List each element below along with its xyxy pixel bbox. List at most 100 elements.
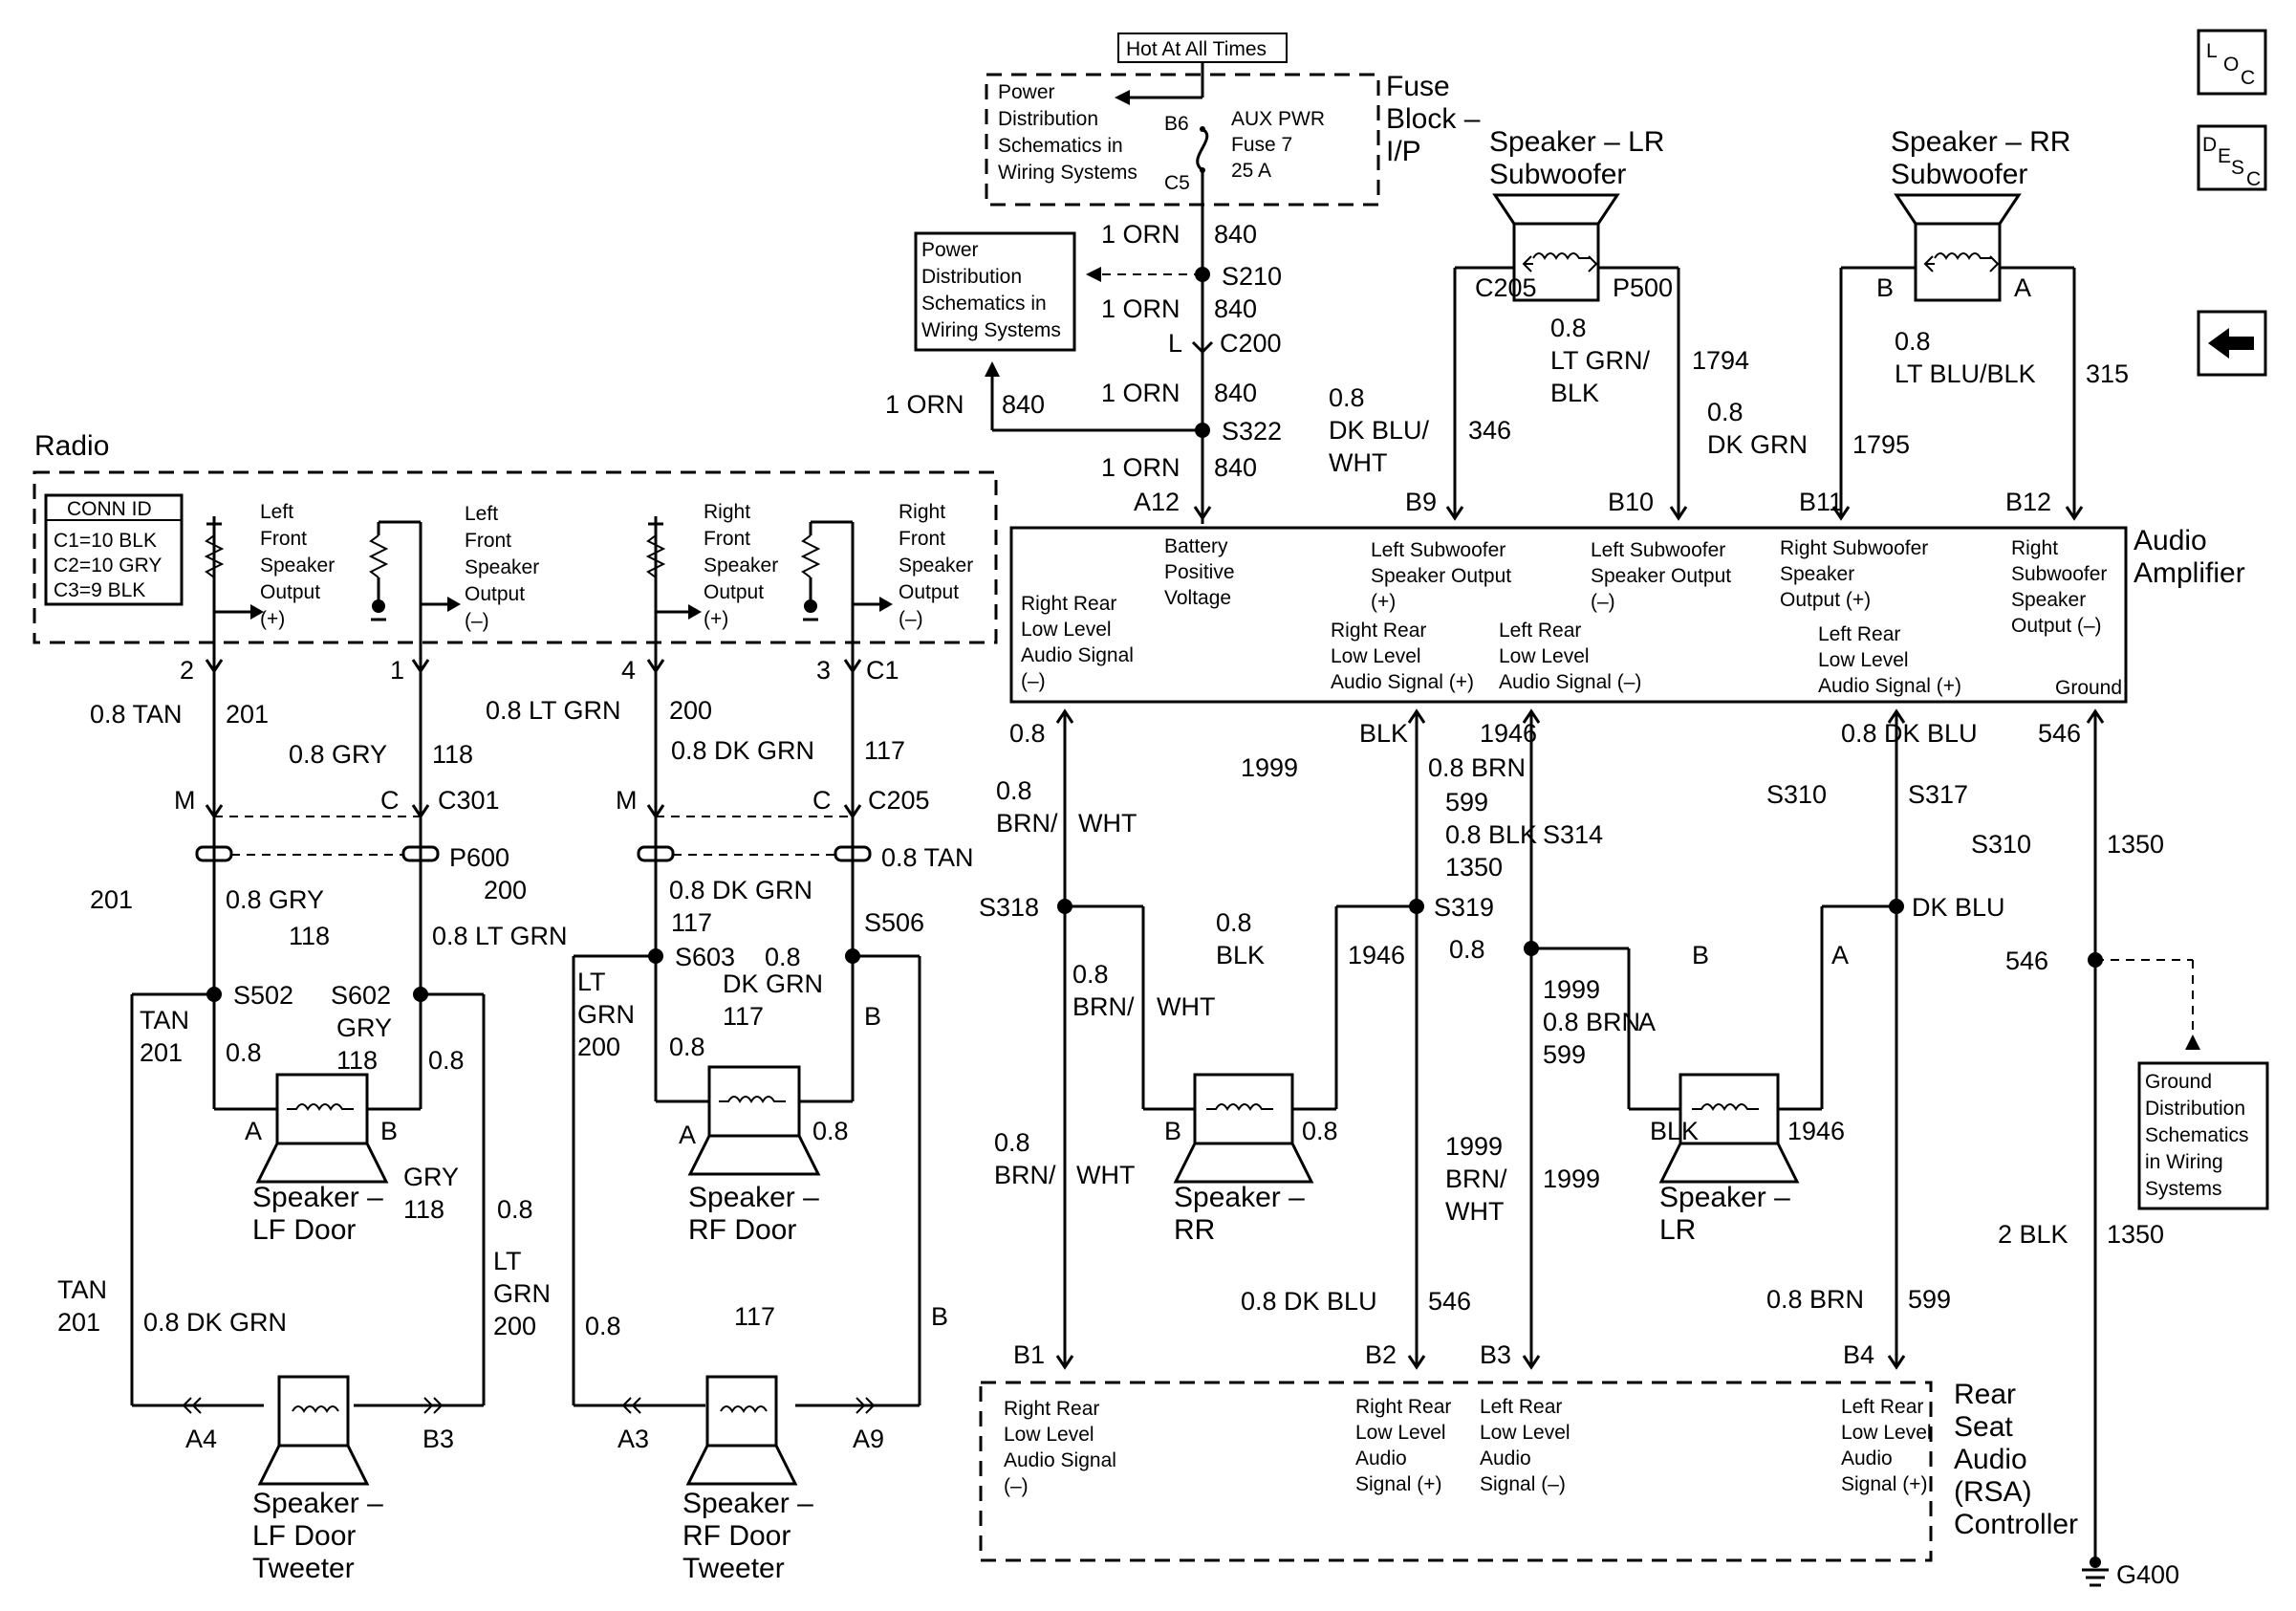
svg-text:(+): (+) — [704, 608, 728, 630]
rsa-controller-outline — [979, 1381, 1933, 1562]
svg-text:(+): (+) — [1371, 591, 1396, 613]
svg-text:840: 840 — [1002, 390, 1045, 419]
svg-text:Subwoofer: Subwoofer — [2011, 563, 2107, 585]
svg-text:BRN/: BRN/ — [1072, 992, 1135, 1021]
svg-text:B4: B4 — [1843, 1340, 1874, 1369]
svg-text:A: A — [1831, 941, 1849, 969]
svg-text:LT: LT — [577, 968, 606, 996]
svg-text:Schematics: Schematics — [2145, 1124, 2249, 1146]
svg-text:B: B — [1876, 273, 1894, 302]
svg-text:LF Door: LF Door — [252, 1520, 356, 1552]
svg-text:GRY: GRY — [336, 1013, 392, 1042]
svg-text:Left Subwoofer: Left Subwoofer — [1591, 539, 1725, 561]
svg-text:(RSA): (RSA) — [1954, 1476, 2032, 1508]
svg-text:S322: S322 — [1222, 417, 1282, 446]
pds-ref-1: Power Distribution Schematics in Wiring … — [998, 81, 1137, 184]
amp-label-right-sub-minus: Right Subwoofer Speaker Output (–) — [2011, 537, 2107, 637]
audio-amplifier-box — [1009, 526, 2128, 704]
svg-text:O: O — [2223, 54, 2239, 76]
svg-text:Speaker –: Speaker – — [252, 1488, 383, 1519]
amp-label-battery: Battery Positive Voltage — [1164, 535, 1235, 609]
back-arrow-button[interactable] — [2197, 310, 2267, 377]
gds-ref-box — [2137, 1061, 2269, 1210]
svg-text:B12: B12 — [2005, 488, 2051, 516]
svg-text:Speaker: Speaker — [260, 555, 335, 577]
svg-text:DK GRN: DK GRN — [1707, 430, 1808, 459]
svg-text:Signal (–): Signal (–) — [1480, 1473, 1566, 1495]
gds-ref: Ground Distribution Schematics in Wiring… — [2145, 1071, 2249, 1200]
svg-text:Low Level: Low Level — [1331, 645, 1421, 667]
svg-text:Positive: Positive — [1164, 561, 1235, 583]
svg-text:C205: C205 — [868, 786, 930, 815]
svg-text:0.8 BLK: 0.8 BLK — [1445, 820, 1537, 849]
circuit-number: 840 — [1214, 220, 1257, 249]
svg-text:Right Rear: Right Rear — [1021, 593, 1116, 615]
svg-text:Left: Left — [260, 501, 293, 523]
svg-text:Schematics in: Schematics in — [921, 293, 1047, 315]
svg-text:3: 3 — [816, 656, 831, 685]
rsa-label-b1: Right Rear Low Level Audio Signal (–) — [1004, 1398, 1116, 1497]
svg-text:Low Level: Low Level — [1355, 1422, 1446, 1444]
svg-text:DK BLU/: DK BLU/ — [1329, 416, 1430, 445]
svg-text:in Wiring: in Wiring — [2145, 1151, 2223, 1173]
svg-text:0.8 DK GRN: 0.8 DK GRN — [143, 1308, 287, 1337]
svg-text:Audio Signal (–): Audio Signal (–) — [1499, 671, 1641, 693]
svg-text:A12: A12 — [1134, 488, 1180, 516]
svg-text:Speaker: Speaker — [899, 555, 973, 577]
desc-button[interactable]: D E S C — [2197, 124, 2267, 191]
hot-at-all-times-label: Hot At All Times — [1126, 38, 1267, 60]
svg-text:E: E — [2218, 145, 2231, 167]
svg-text:Left Rear: Left Rear — [1841, 1396, 1923, 1418]
svg-text:Tweeter: Tweeter — [682, 1553, 785, 1584]
svg-text:WHT: WHT — [1445, 1197, 1504, 1226]
svg-text:C2=10 GRY: C2=10 GRY — [54, 555, 162, 577]
svg-text:P500: P500 — [1613, 273, 1673, 302]
svg-text:0.8: 0.8 — [585, 1312, 621, 1340]
svg-text:0.8: 0.8 — [1216, 908, 1252, 937]
svg-text:0.8 BRN: 0.8 BRN — [1428, 753, 1526, 782]
loc-button[interactable]: L O C — [2197, 29, 2267, 96]
svg-text:A9: A9 — [853, 1425, 884, 1453]
svg-text:Audio: Audio — [1480, 1448, 1531, 1469]
svg-text:200: 200 — [577, 1033, 620, 1061]
svg-text:WHT: WHT — [1157, 992, 1215, 1021]
svg-text:201: 201 — [90, 885, 133, 914]
arrow-left-icon — [1115, 90, 1130, 105]
back-arrow-icon — [2208, 328, 2254, 359]
speaker-lr-subwoofer: Speaker – LR Subwoofer — [1489, 126, 1664, 302]
svg-text:Output (–): Output (–) — [2011, 615, 2102, 637]
svg-text:GRY: GRY — [403, 1163, 459, 1191]
svg-text:C: C — [2246, 168, 2261, 190]
connector-c205-icon — [646, 804, 862, 819]
svg-text:Speaker Output: Speaker Output — [1591, 565, 1731, 587]
svg-text:0.8 GRY: 0.8 GRY — [289, 740, 387, 769]
svg-text:Fuse 7: Fuse 7 — [1231, 134, 1292, 156]
amp-label-rr-minus: Right Rear Low Level Audio Signal (–) — [1021, 593, 1134, 692]
svg-text:118: 118 — [403, 1195, 444, 1224]
svg-text:840: 840 — [1214, 294, 1257, 323]
speaker-rr-subwoofer: Speaker – RR Subwoofer — [1891, 126, 2070, 302]
svg-text:1: 1 — [390, 656, 404, 685]
svg-text:C1=10 BLK: C1=10 BLK — [54, 530, 157, 552]
svg-text:C: C — [380, 786, 400, 815]
svg-text:Distribution: Distribution — [998, 108, 1098, 130]
svg-text:117: 117 — [864, 736, 905, 765]
radio-title: Radio — [34, 430, 109, 462]
svg-text:Power: Power — [998, 81, 1055, 103]
svg-text:M: M — [616, 786, 638, 815]
svg-text:0.8: 0.8 — [428, 1046, 465, 1075]
svg-text:S602: S602 — [331, 981, 391, 1010]
svg-text:0.8 DK BLU: 0.8 DK BLU — [1841, 719, 1978, 748]
fuse-pin-c5: C5 — [1164, 172, 1190, 194]
svg-text:200: 200 — [493, 1312, 536, 1340]
svg-text:Left Rear: Left Rear — [1818, 623, 1900, 645]
speaker-lr: Speaker – LR — [1658, 1073, 1800, 1246]
svg-text:(–): (–) — [1591, 591, 1615, 613]
svg-text:4: 4 — [621, 656, 636, 685]
connector-c301-icon — [205, 804, 430, 819]
svg-text:0.8 GRY: 0.8 GRY — [226, 885, 324, 914]
svg-text:S502: S502 — [233, 981, 293, 1010]
arrow-up-icon — [2185, 1034, 2200, 1050]
svg-text:0.8: 0.8 — [996, 776, 1032, 805]
